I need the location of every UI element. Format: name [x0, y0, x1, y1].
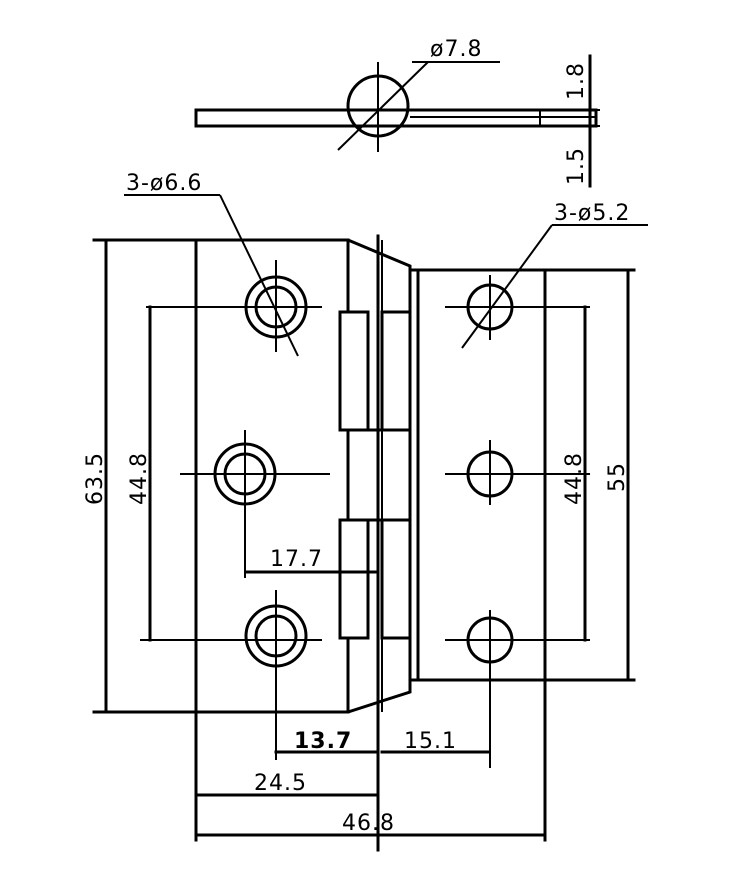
total-height-label: 63.5 — [83, 452, 108, 505]
left-leaf-width-label: 24.5 — [254, 771, 307, 796]
thickness-1.8-label: 1.8 — [564, 62, 589, 100]
right-hole-top — [445, 275, 590, 340]
left-hole-bottom — [140, 590, 322, 760]
left-hole-middle — [180, 430, 330, 578]
hinge-side-view — [194, 54, 600, 188]
right-leaf — [408, 268, 636, 842]
hinge-knuckle — [338, 234, 412, 852]
top-hole-diameter-label: ø7.8 — [430, 37, 482, 62]
right-hole-middle — [445, 440, 590, 505]
right-hole-offset-label: 15.1 — [404, 729, 457, 754]
left-hole-top — [146, 260, 322, 352]
thickness-1.5-label: 1.5 — [564, 147, 589, 185]
left-hole-offset-label: 17.7 — [270, 547, 323, 572]
left-holes-callout: 3-ø6.6 — [126, 171, 202, 196]
right-hole-pitch-label: 44.8 — [562, 452, 587, 505]
vertical-dimension-lines — [104, 238, 630, 714]
right-hole-bottom — [445, 610, 590, 768]
total-width-label: 46.8 — [342, 811, 395, 836]
knuckle-offset-label: 13.7 — [294, 729, 352, 754]
right-holes-callout: 3-ø5.2 — [554, 201, 630, 226]
left-hole-pitch-label: 44.8 — [127, 452, 152, 505]
horizontal-dimension-lines — [194, 570, 547, 837]
leader-lines — [124, 194, 648, 357]
right-leaf-height-label: 55 — [605, 462, 630, 492]
